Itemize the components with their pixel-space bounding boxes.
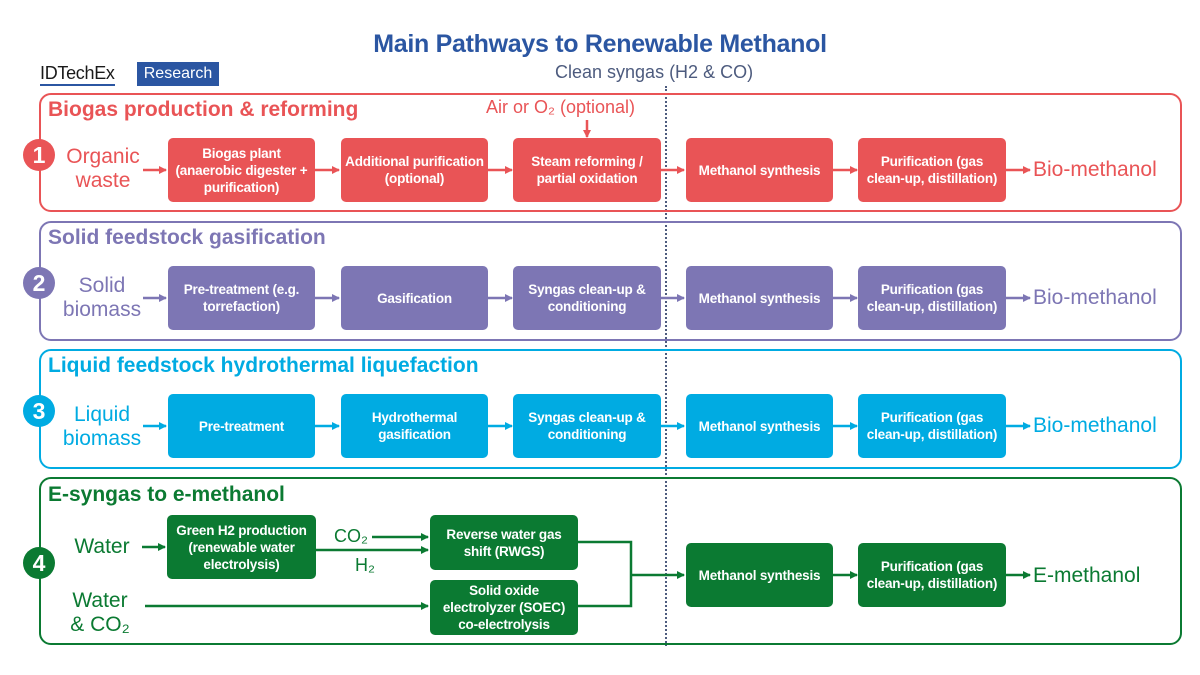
input-line: & CO₂ bbox=[70, 613, 130, 636]
pathway-4-step-methanol-synthesis: Methanol synthesis bbox=[686, 543, 833, 607]
pathway-2-step-4: Methanol synthesis bbox=[686, 266, 833, 330]
pathway-3-step-2: Hydrothermal gasification bbox=[341, 394, 488, 458]
pathway-1-title: Biogas production & reforming bbox=[48, 98, 359, 121]
page-title: Main Pathways to Renewable Methanol bbox=[373, 30, 827, 58]
logo-brand: IDTechEx bbox=[40, 63, 115, 86]
pathway-3-step-1: Pre-treatment bbox=[168, 394, 315, 458]
pathway-1-step-2: Additional purification (optional) bbox=[341, 138, 488, 202]
h2-stream-label: H₂ bbox=[355, 555, 375, 575]
input-line: Water bbox=[72, 589, 128, 612]
pathway-4-title: E-syngas to e-methanol bbox=[48, 483, 285, 506]
input-line: Organic bbox=[66, 145, 140, 168]
input-line: biomass bbox=[62, 298, 142, 321]
pathway-3-title: Liquid feedstock hydrothermal liquefacti… bbox=[48, 354, 479, 377]
input-line: Liquid bbox=[73, 403, 131, 426]
input-line: waste bbox=[75, 169, 131, 192]
pathway-4-input-water: Water bbox=[64, 535, 140, 559]
pathway-2-input: Solid biomass bbox=[56, 274, 148, 322]
pathway-2-step-1: Pre-treatment (e.g. torrefaction) bbox=[168, 266, 315, 330]
pathway-1-number: 1 bbox=[23, 139, 55, 171]
pathway-4-step-rwgs: Reverse water gas shift (RWGS) bbox=[430, 515, 578, 570]
pathway-2-step-3: Syngas clean-up & conditioning bbox=[513, 266, 661, 330]
air-oxygen-note: Air or O₂ (optional) bbox=[486, 97, 636, 117]
input-line: biomass bbox=[62, 427, 142, 450]
pathway-1-step-1: Biogas plant (anaerobic digester + purif… bbox=[168, 138, 315, 202]
pathway-4-step-green-h2: Green H2 production (renewable water ele… bbox=[167, 515, 316, 579]
pathway-4-step-purification: Purification (gas clean-up, distillation… bbox=[858, 543, 1006, 607]
pathway-2-output: Bio-methanol bbox=[1033, 286, 1157, 309]
pathway-2-step-5: Purification (gas clean-up, distillation… bbox=[858, 266, 1006, 330]
pathway-1-step-4: Methanol synthesis bbox=[686, 138, 833, 202]
pathway-1-step-3: Steam reforming / partial oxidation bbox=[513, 138, 661, 202]
pathway-3-step-5: Purification (gas clean-up, distillation… bbox=[858, 394, 1006, 458]
pathway-1-output: Bio-methanol bbox=[1033, 158, 1157, 181]
pathway-4-step-soec: Solid oxide electrolyzer (SOEC) co-elect… bbox=[430, 580, 578, 635]
co2-stream-label: CO₂ bbox=[334, 526, 368, 546]
pathway-4-input-water-co2: Water & CO₂ bbox=[60, 589, 140, 637]
clean-syngas-label: Clean syngas (H2 & CO) bbox=[555, 62, 754, 82]
pathway-4-number: 4 bbox=[23, 547, 55, 579]
pathway-3-step-4: Methanol synthesis bbox=[686, 394, 833, 458]
clean-syngas-divider bbox=[665, 86, 667, 646]
pathway-1-input: Organic waste bbox=[58, 145, 148, 193]
pathway-4-output: E-methanol bbox=[1033, 564, 1141, 587]
input-line: Water bbox=[74, 535, 130, 558]
pathway-1-step-5: Purification (gas clean-up, distillation… bbox=[858, 138, 1006, 202]
pathway-2-step-2: Gasification bbox=[341, 266, 488, 330]
pathway-2-title: Solid feedstock gasification bbox=[48, 226, 326, 249]
pathway-3-step-3: Syngas clean-up & conditioning bbox=[513, 394, 661, 458]
pathway-3-number: 3 bbox=[23, 395, 55, 427]
input-line: Solid bbox=[78, 274, 126, 297]
pathway-3-input: Liquid biomass bbox=[56, 403, 148, 451]
pathway-2-number: 2 bbox=[23, 267, 55, 299]
logo-badge: Research bbox=[137, 62, 219, 86]
pathway-3-output: Bio-methanol bbox=[1033, 414, 1157, 437]
